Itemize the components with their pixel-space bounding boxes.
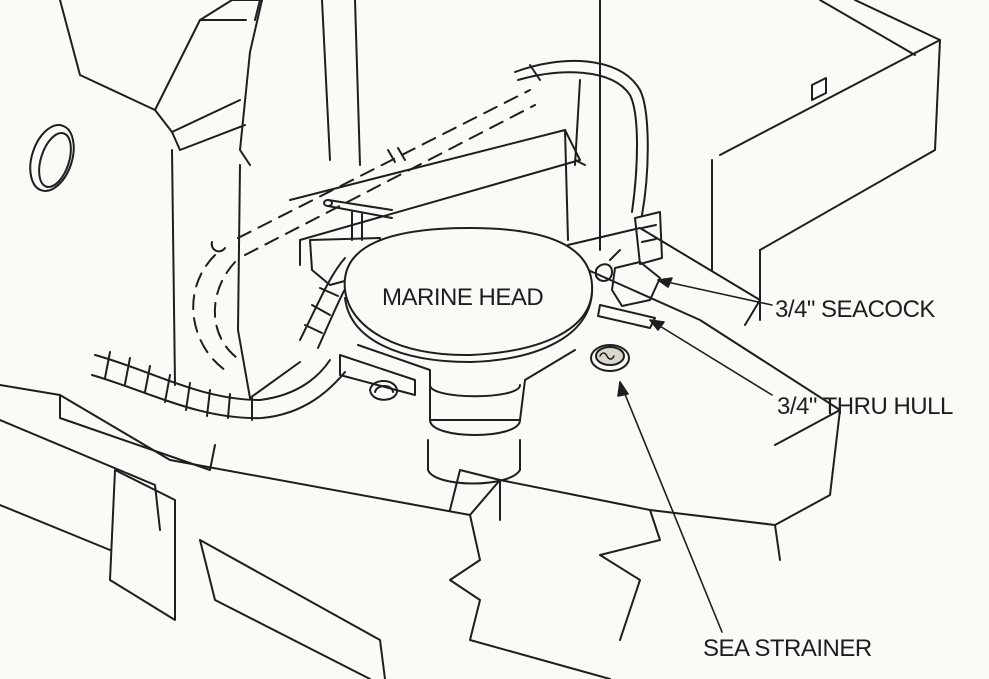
- marine-head-toilet: [339, 227, 594, 485]
- sea-strainer: [590, 344, 630, 372]
- marine-head-label: MARINE HEAD: [382, 284, 544, 311]
- porthole: [29, 124, 75, 192]
- arrowhead-seacock: [657, 277, 673, 288]
- floor-shelf: [289, 129, 841, 446]
- vent-hose: [192, 89, 536, 371]
- seacock-label: 3/4" SEACOCK: [775, 296, 935, 323]
- thru-hull-label: 3/4" THRU HULL: [777, 393, 953, 420]
- pump-handle: [309, 199, 393, 286]
- sea-strainer-label: SEA STRAINER: [703, 635, 872, 662]
- intake-hose: [514, 59, 649, 216]
- leader-lines: [617, 277, 773, 633]
- arrowhead-strainer: [617, 381, 629, 397]
- right-bulkhead: [574, 0, 941, 321]
- vent-fitting: [210, 241, 226, 253]
- seacock-assembly: [595, 211, 663, 329]
- leader-seacock: [657, 279, 773, 306]
- base-platform: [0, 384, 841, 679]
- discharge-hose: [91, 257, 359, 421]
- arrowhead-thruhull: [649, 319, 665, 331]
- leader-thruhull: [649, 319, 773, 396]
- vent-clip: [387, 147, 406, 163]
- cabinet-bulkhead: [59, 0, 361, 399]
- leader-strainer: [619, 381, 723, 633]
